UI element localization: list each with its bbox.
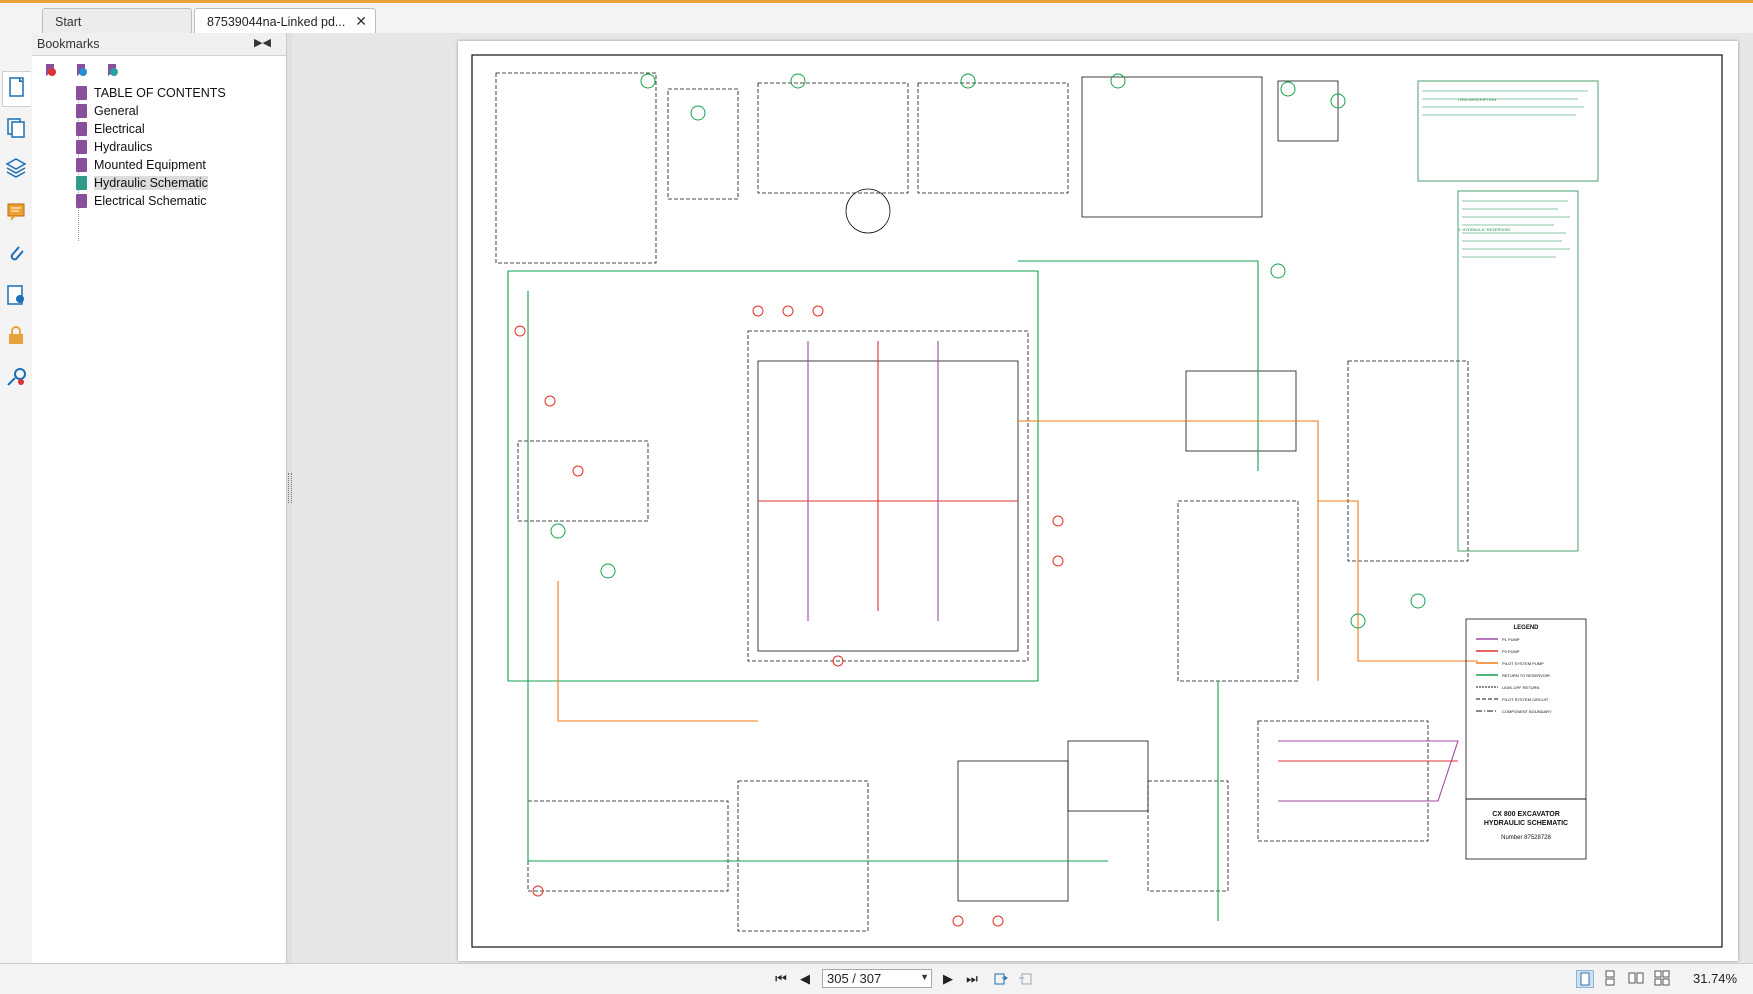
bookmark-general[interactable]: General (74, 103, 138, 120)
last-page-button[interactable]: ⏭ (966, 971, 978, 986)
bookmark-icon (76, 140, 87, 154)
bookmark-label: Hydraulics (94, 140, 153, 154)
signatures-icon[interactable] (5, 283, 27, 307)
pages-icon[interactable] (5, 115, 27, 139)
bookmark-label: Hydraulic Schematic (94, 176, 208, 190)
next-view-icon[interactable] (1016, 970, 1034, 988)
facing-view-button[interactable] (1628, 970, 1646, 988)
security-lock-icon[interactable] (5, 323, 27, 347)
bookmark-mounted-equipment[interactable]: Mounted Equipment (74, 157, 206, 174)
previous-page-button[interactable]: ◀ (800, 971, 810, 986)
bookmark-icon (76, 104, 87, 118)
legend-item: PILOT SYSTEM PUMP (1502, 661, 1544, 666)
bookmark-hydraulic-schematic[interactable]: Hydraulic Schematic (74, 175, 208, 192)
bookmark-label: TABLE OF CONTENTS (94, 86, 226, 100)
legend-item: COMPONENT BOUNDARY (1502, 709, 1552, 714)
splitter-grip (288, 473, 292, 503)
bookmark-properties-icon[interactable] (105, 63, 119, 77)
bookmark-electrical-schematic[interactable]: Electrical Schematic (74, 193, 207, 210)
accent-strip (0, 0, 1753, 3)
page-number-box[interactable]: ▼ (822, 969, 932, 988)
page-number-input[interactable] (823, 970, 919, 987)
tab-start-label: Start (55, 15, 82, 29)
add-bookmark-icon[interactable] (74, 63, 88, 77)
next-page-button[interactable]: ▶ (943, 971, 953, 986)
bookmarks-header: Bookmarks ▶◀ (32, 33, 286, 56)
legend-item: RETURN TO RESERVOIR (1502, 673, 1550, 678)
bookmark-icon (76, 194, 87, 208)
single-page-view-button[interactable] (1576, 970, 1594, 988)
search-tool-icon[interactable] (5, 365, 27, 389)
navigation-bar: ⏮ ◀ ▼ ▶ ⏭ 31.74% (0, 963, 1753, 994)
page-thumbnails-icon[interactable] (2, 71, 31, 107)
hydraulic-schematic-drawing: ITEM DESCRIPTION 1. HYDRAULIC RESERVOIR … (471, 54, 1723, 948)
previous-view-icon[interactable] (992, 970, 1010, 988)
schematic-title-line1: CX 800 EXCAVATOR (1492, 811, 1560, 818)
zoom-level[interactable]: 31.74% (1693, 971, 1738, 986)
tab-start[interactable]: Start (42, 8, 192, 33)
panel-expand-icon[interactable]: ▶◀ (254, 37, 271, 49)
legend-item: P1 PUMP (1502, 637, 1520, 642)
left-tool-strip (0, 33, 33, 993)
bookmarks-title: Bookmarks (37, 37, 100, 51)
tab-document-label: 87539044na-Linked pd... (207, 15, 346, 29)
legend-item: P2 PUMP (1502, 649, 1520, 654)
bookmark-electrical[interactable]: Electrical (74, 121, 145, 138)
legend-title: LEGEND (1513, 625, 1539, 631)
bookmark-label: Electrical (94, 122, 145, 136)
close-icon[interactable]: ✕ (355, 13, 367, 29)
tab-bar: Start 87539044na-Linked pd... ✕ (0, 0, 1753, 34)
bookmark-icon (76, 158, 87, 172)
first-page-button[interactable]: ⏮ (775, 971, 787, 986)
continuous-view-button[interactable] (1602, 970, 1620, 988)
document-viewer[interactable]: ITEM DESCRIPTION 1. HYDRAULIC RESERVOIR … (292, 33, 1753, 963)
delete-bookmark-icon[interactable] (43, 63, 57, 77)
bookmark-hydraulics[interactable]: Hydraulics (74, 139, 152, 156)
continuous-facing-view-button[interactable] (1654, 970, 1672, 988)
chevron-down-icon[interactable]: ▼ (920, 972, 929, 982)
schematic-title-line2: HYDRAULIC SCHEMATIC (1484, 820, 1568, 827)
svg-text:ITEM DESCRIPTION: ITEM DESCRIPTION (1458, 97, 1496, 102)
panel-splitter[interactable] (287, 33, 292, 993)
bookmark-label: General (94, 104, 139, 118)
tab-document[interactable]: 87539044na-Linked pd... ✕ (194, 8, 376, 33)
layers-icon[interactable] (5, 155, 27, 179)
bookmark-table-of-contents[interactable]: TABLE OF CONTENTS (74, 85, 226, 102)
bookmarks-toolbar (32, 57, 286, 81)
bookmarks-panel: Bookmarks ▶◀ TABLE OF CONTENTS General E… (32, 33, 287, 993)
comments-icon[interactable] (5, 200, 27, 224)
attachments-icon[interactable] (5, 241, 27, 265)
bookmark-label: Electrical Schematic (94, 194, 207, 208)
legend-item: PILOT SYSTEM CIRCUIT (1502, 697, 1549, 702)
schematic-number: Number 87528728 (1501, 835, 1551, 841)
bookmark-icon (76, 86, 87, 100)
svg-text:1. HYDRAULIC RESERVOIR: 1. HYDRAULIC RESERVOIR (1458, 227, 1510, 232)
bookmark-icon (76, 176, 87, 190)
legend-item: LEAK-OFF RETURN (1502, 685, 1539, 690)
bookmark-label: Mounted Equipment (94, 158, 206, 172)
document-page: ITEM DESCRIPTION 1. HYDRAULIC RESERVOIR … (458, 41, 1738, 961)
bookmark-icon (76, 122, 87, 136)
